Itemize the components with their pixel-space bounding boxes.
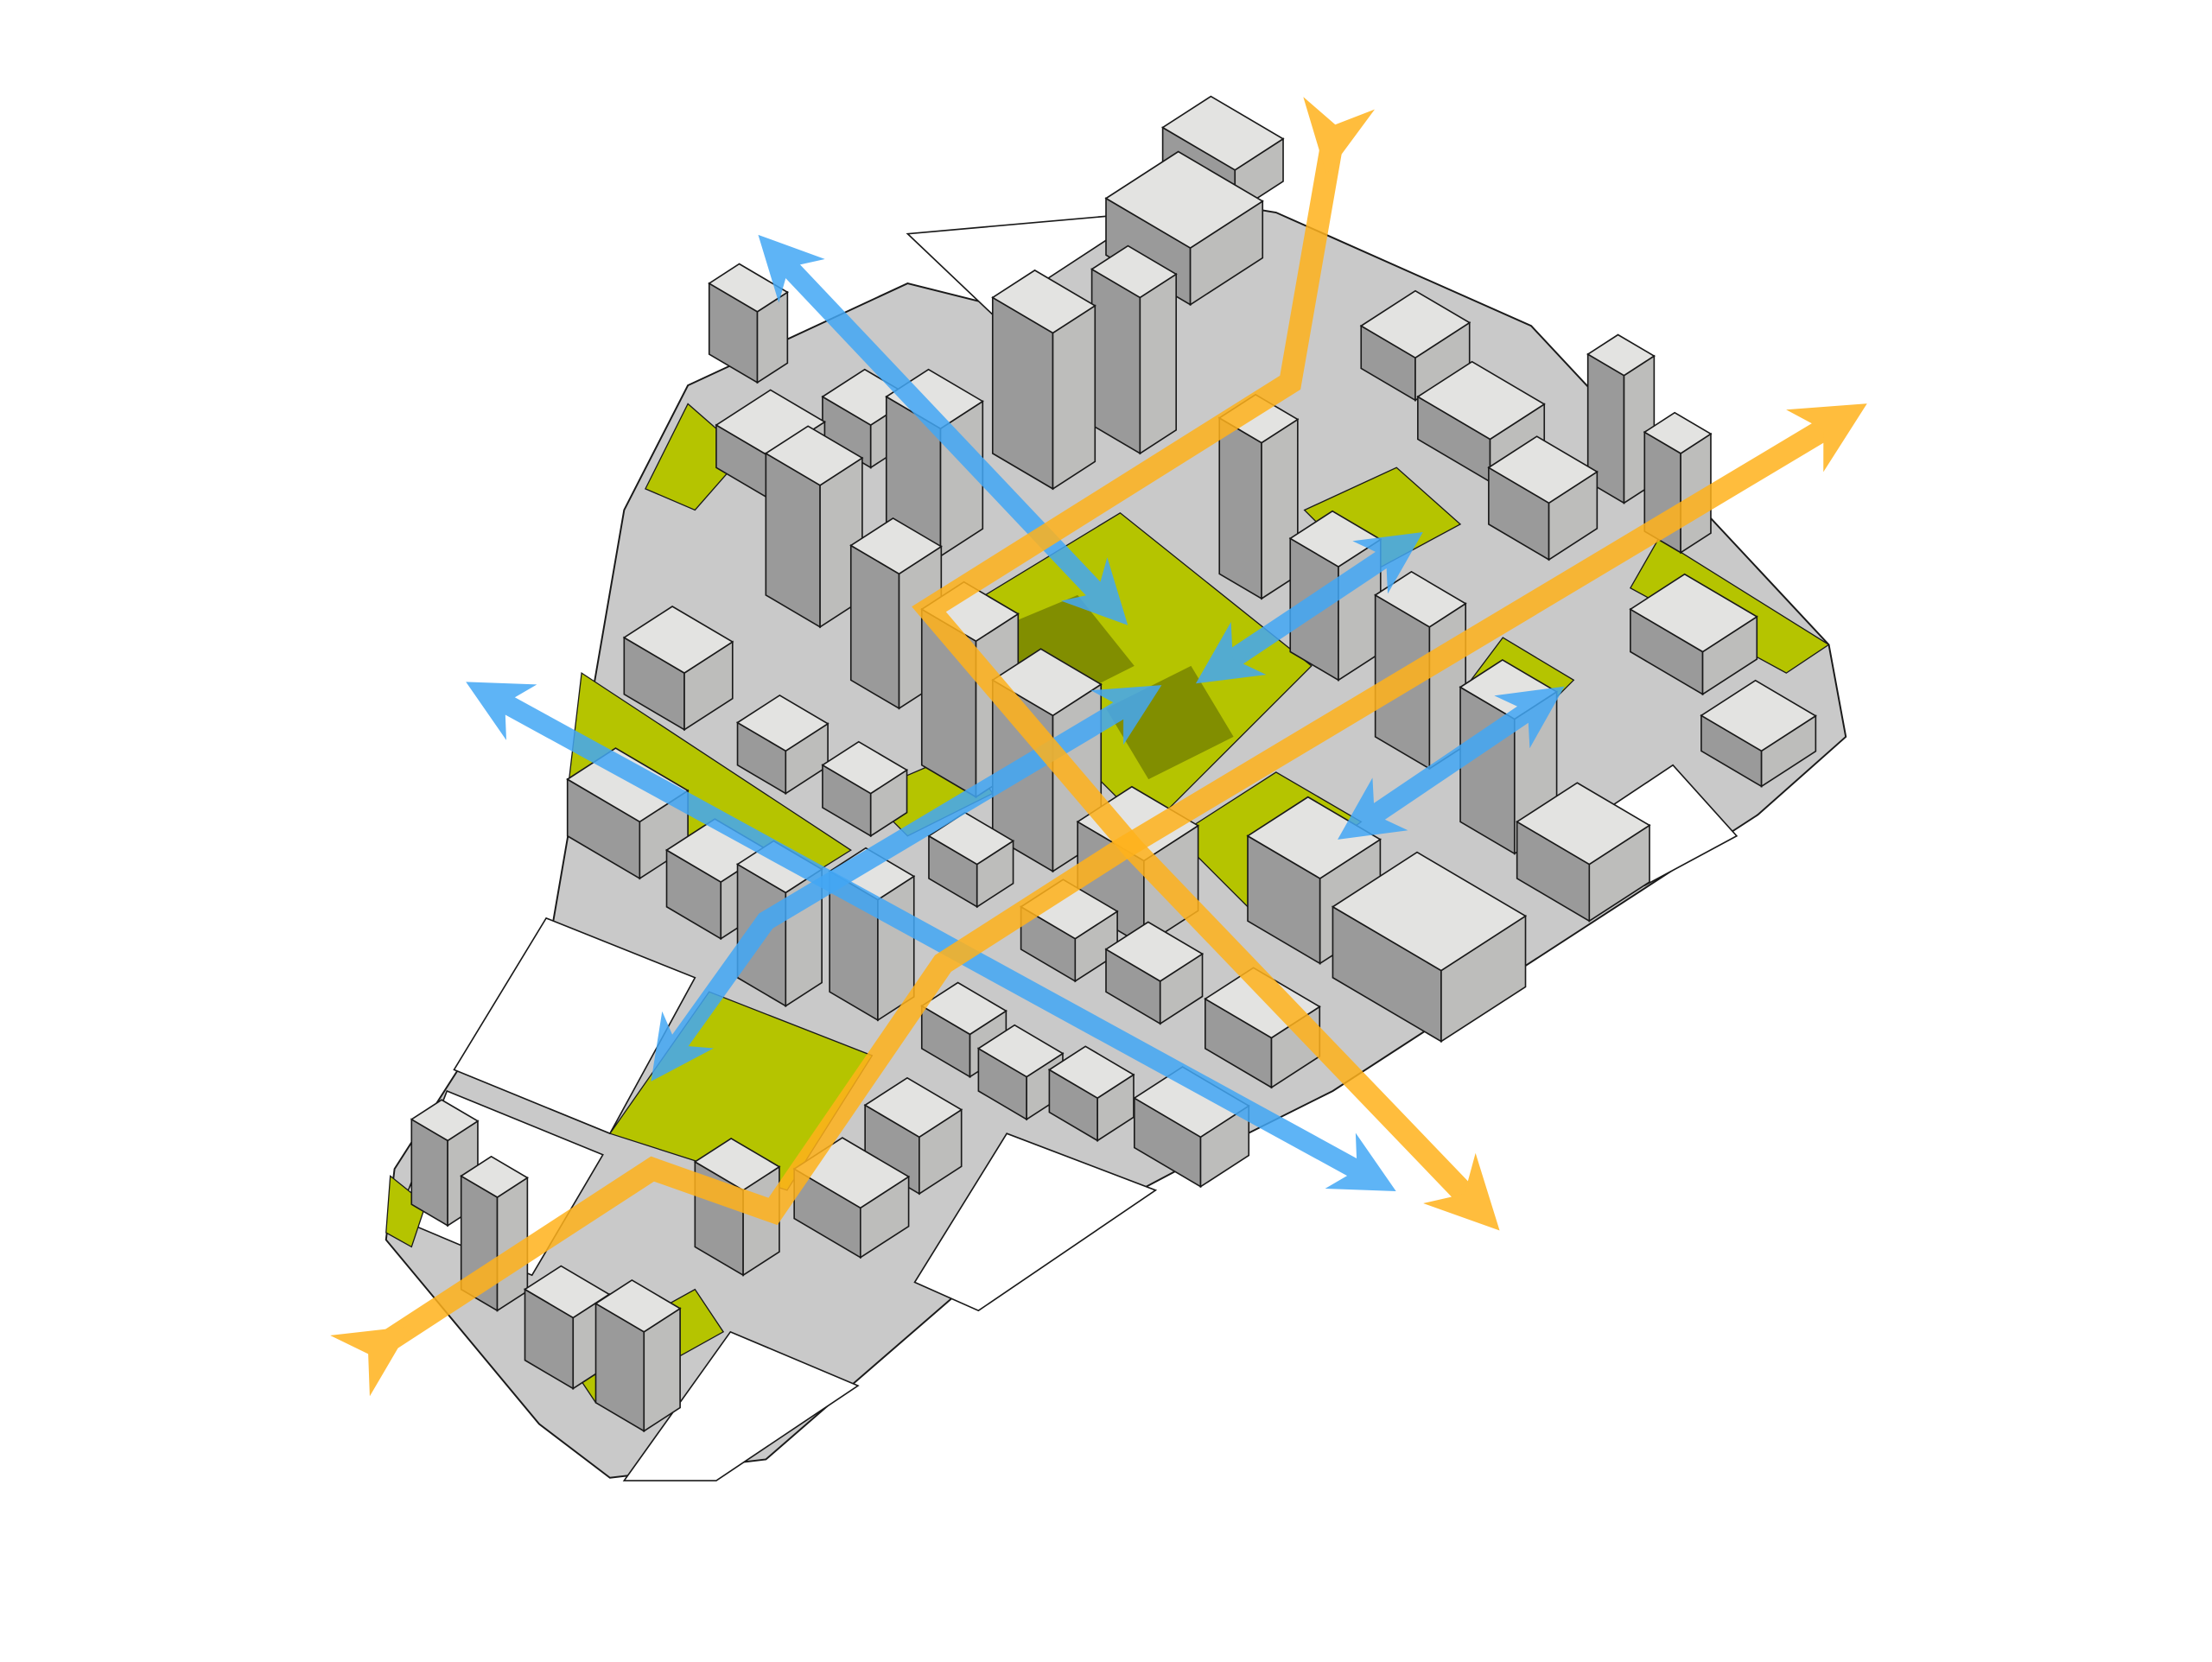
building-face-right xyxy=(1139,272,1178,455)
building-roof xyxy=(1586,333,1656,377)
building-roof xyxy=(1104,150,1264,250)
primary-route-arrow xyxy=(330,403,1867,1397)
circulation-routes xyxy=(330,97,1867,1397)
building-face-right xyxy=(1052,304,1096,491)
building-face-left xyxy=(1218,416,1262,600)
building-face-left xyxy=(1090,268,1141,455)
primary-route-arrow xyxy=(912,97,1500,1231)
building-roof xyxy=(1161,95,1285,171)
